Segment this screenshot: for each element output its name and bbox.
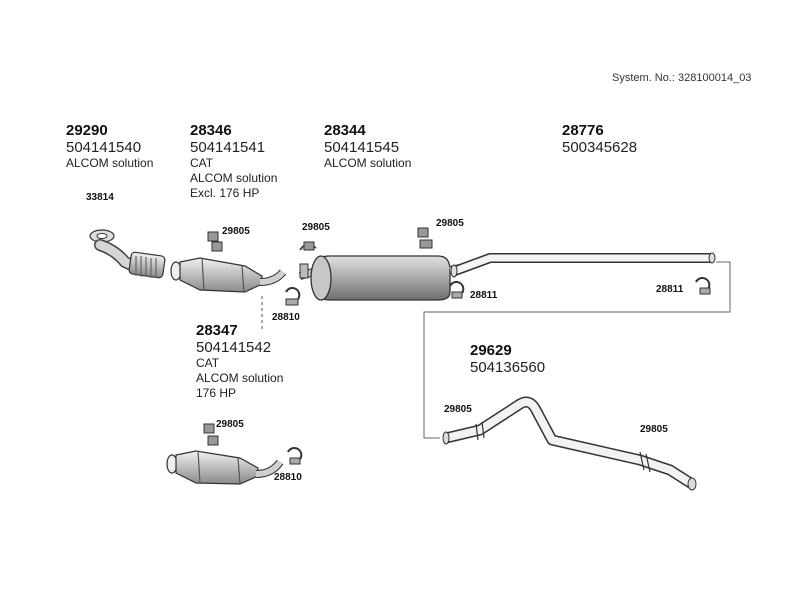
label-28810: 28810 bbox=[274, 472, 302, 483]
system-number: System. No.: 328100014_03 bbox=[612, 72, 752, 84]
part-note: ALCOM solution bbox=[324, 156, 412, 170]
front-pipe-29290 bbox=[94, 239, 166, 279]
clamp-29805-c bbox=[417, 227, 433, 249]
part-number: 28776 bbox=[562, 122, 604, 139]
part-block-28347: 28347 504141542 CAT ALCOM solution 176 H… bbox=[196, 322, 283, 401]
hanger-28811-a bbox=[449, 281, 465, 299]
catalyst-28347 bbox=[166, 450, 284, 485]
part-block-28344: 28344 504141545 ALCOM solution bbox=[324, 122, 411, 171]
oe-number: 500345628 bbox=[562, 139, 638, 156]
part-note: ALCOM solution bbox=[196, 371, 284, 385]
label-28811: 28811 bbox=[656, 284, 684, 295]
part-number: 28344 bbox=[324, 122, 366, 139]
part-note: 176 HP bbox=[196, 386, 237, 400]
label-29805: 29805 bbox=[444, 404, 472, 415]
part-block-28346: 28346 504141541 CAT ALCOM solution Excl.… bbox=[190, 122, 277, 201]
part-block-29290: 29290 504141540 ALCOM solution bbox=[66, 122, 153, 171]
oe-number: 504141545 bbox=[324, 139, 400, 156]
part-number: 28346 bbox=[190, 122, 232, 139]
part-note: Excl. 176 HP bbox=[190, 186, 260, 200]
part-number: 29629 bbox=[470, 342, 512, 359]
part-note: ALCOM solution bbox=[66, 156, 154, 170]
clamp-29805-d bbox=[203, 423, 219, 446]
label-28811: 28811 bbox=[470, 290, 498, 301]
part-note: CAT bbox=[190, 156, 214, 170]
tail-pipe-29629 bbox=[442, 396, 697, 491]
part-block-28776: 28776 500345628 bbox=[562, 122, 637, 156]
oe-number: 504141540 bbox=[66, 139, 142, 156]
oe-number: 504141542 bbox=[196, 339, 272, 356]
part-note: CAT bbox=[196, 356, 220, 370]
part-number: 28347 bbox=[196, 322, 238, 339]
part-note: ALCOM solution bbox=[190, 171, 278, 185]
label-29805: 29805 bbox=[222, 226, 250, 237]
label-29805: 29805 bbox=[436, 218, 464, 229]
clamp-29805-a bbox=[207, 231, 223, 252]
label-33814: 33814 bbox=[86, 192, 114, 203]
clamp-29805-b bbox=[299, 241, 317, 251]
part-number: 29290 bbox=[66, 122, 108, 139]
connector-line bbox=[423, 261, 731, 439]
hanger-28810-b bbox=[287, 447, 303, 465]
oe-number: 504136560 bbox=[470, 359, 546, 376]
hanger-28810-a bbox=[285, 287, 301, 306]
label-29805: 29805 bbox=[302, 222, 330, 233]
pipe-28776 bbox=[450, 252, 716, 278]
label-28810: 28810 bbox=[272, 312, 300, 323]
muffler-28344 bbox=[298, 255, 461, 301]
catalyst-28346 bbox=[170, 257, 287, 293]
oe-number: 504141541 bbox=[190, 139, 266, 156]
hanger-28811-b bbox=[695, 277, 711, 295]
label-29805: 29805 bbox=[216, 419, 244, 430]
part-block-29629: 29629 504136560 bbox=[470, 342, 545, 376]
label-29805: 29805 bbox=[640, 424, 668, 435]
